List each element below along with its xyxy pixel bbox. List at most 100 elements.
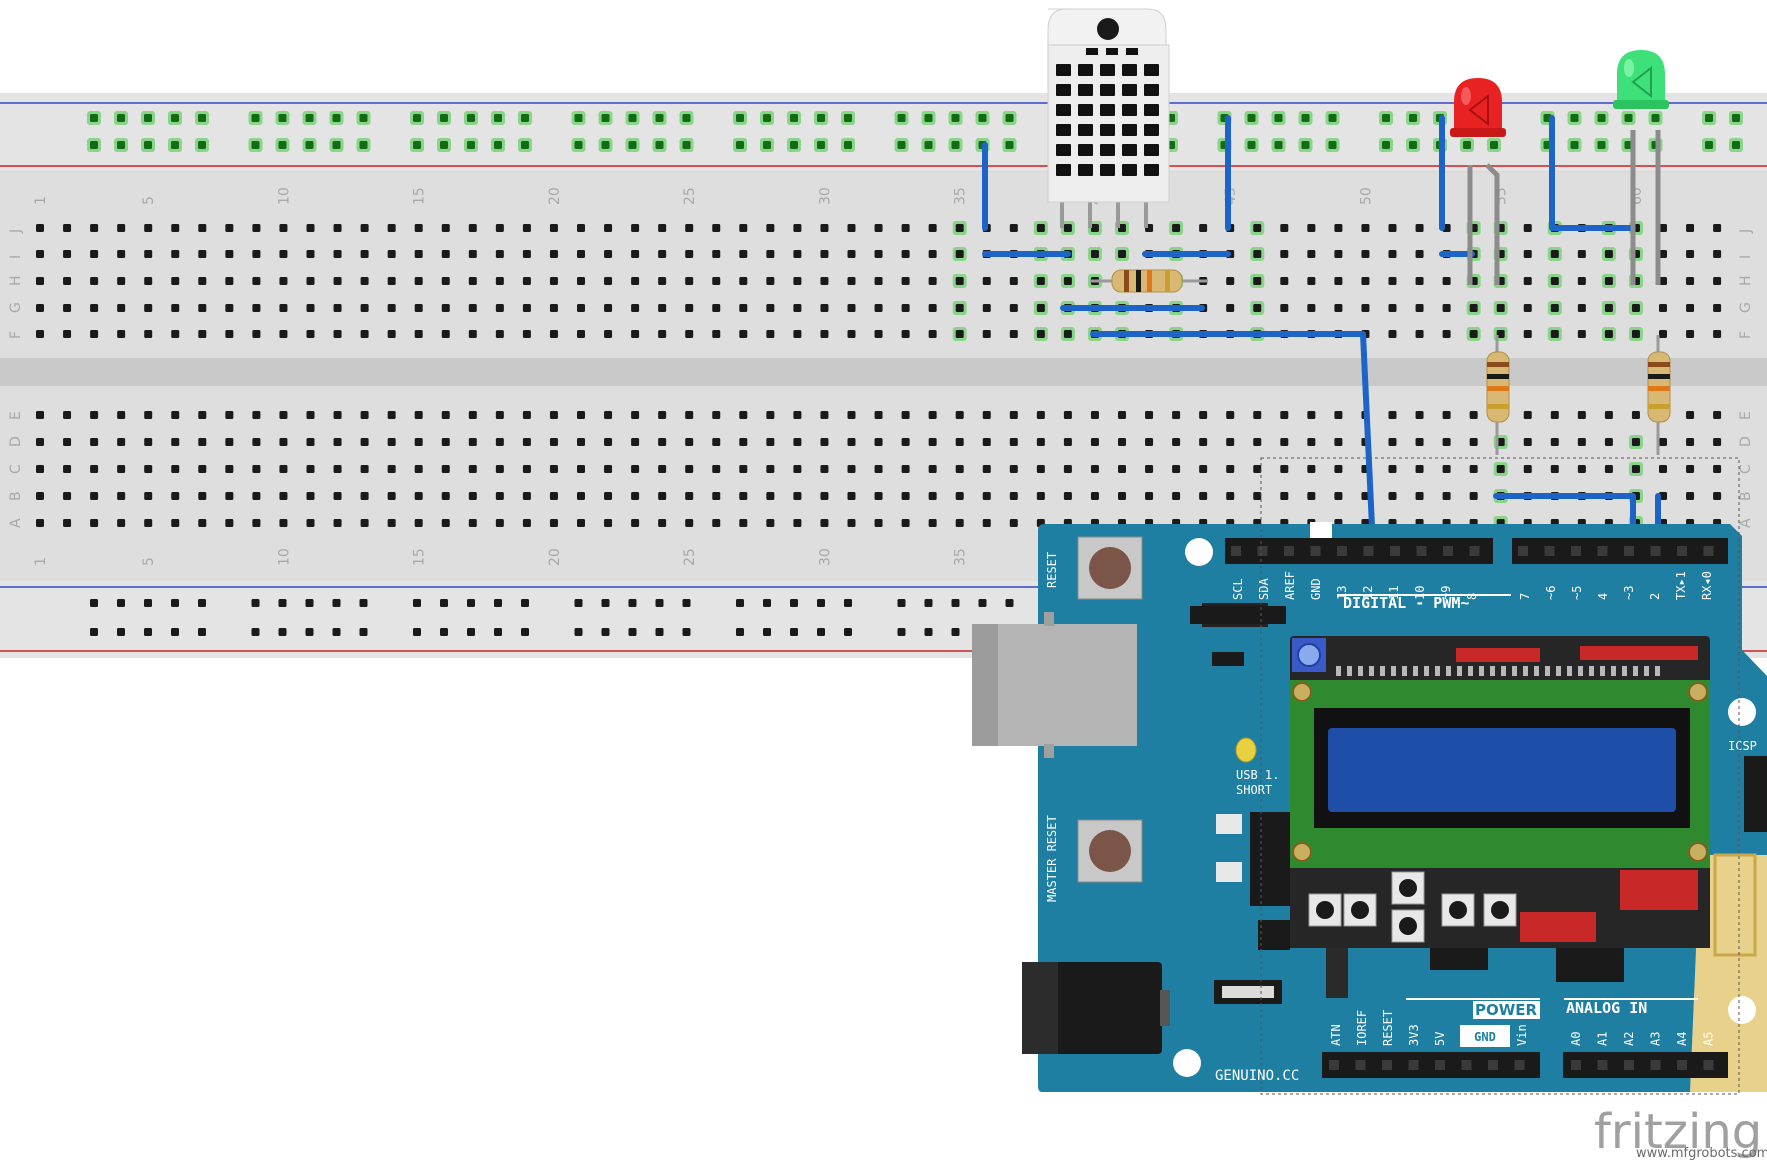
bb-row-letter: H [8, 275, 24, 286]
resistor-dht [1090, 269, 1208, 293]
bb-top-number: 1 [33, 196, 49, 205]
bb-row-letter: A [8, 518, 24, 528]
digital-pwm-label: DIGITAL - PWM~ [1343, 594, 1469, 612]
pin-label: ~6 [1544, 586, 1558, 600]
analog-pin-label: A0 [1569, 1032, 1583, 1046]
power-pin-label: ATN [1329, 1024, 1343, 1046]
pin-label: 11 [1387, 586, 1401, 600]
fritzing-logo: fritzing [1594, 1104, 1763, 1160]
power-pin-label: 5V [1433, 1032, 1447, 1046]
bb-row-letter: G [8, 302, 24, 313]
bb-row-letter: B [1738, 491, 1754, 501]
digital-header-2 [1512, 538, 1728, 564]
bb-row-letter: F [8, 331, 24, 339]
power-pin-label: Vin [1515, 1024, 1529, 1046]
pin-label: 2 [1648, 593, 1662, 600]
bb-row-letter: G [1738, 302, 1754, 313]
bb-top-number: 25 [682, 187, 698, 205]
bb-top-number: 35 [953, 187, 969, 205]
bb-bottom-number: 15 [412, 548, 428, 566]
keypad-buttons [1308, 871, 1517, 943]
gnd-box [1460, 1025, 1510, 1047]
pin-label: 13 [1335, 586, 1349, 600]
bb-top-number: 20 [547, 187, 563, 205]
pin-label: 4 [1596, 593, 1610, 600]
pin-label: ~5 [1570, 586, 1584, 600]
top-header-pins [1231, 546, 1714, 556]
power-pin-label: 3V3 [1407, 1024, 1421, 1046]
pin-label: 7 [1518, 593, 1532, 600]
bb-bottom-number: 30 [817, 548, 833, 566]
analog-pin-label: A5 [1702, 1032, 1716, 1046]
bb-top-number: 10 [276, 187, 292, 205]
led-green [1613, 50, 1669, 109]
analog-pin-label: A4 [1675, 1032, 1689, 1046]
wires [982, 115, 1661, 551]
pin-label: SDA [1257, 578, 1271, 600]
pin-label: ~9 [1439, 586, 1453, 600]
resistor-red-led [1486, 335, 1510, 455]
usb-label-2: SHORT [1236, 783, 1272, 797]
power-pin-label: RESET [1381, 1010, 1395, 1046]
pin-label: RX◂0 [1700, 571, 1714, 600]
bb-row-letter: H [1738, 275, 1754, 286]
bb-row-letter: D [1738, 436, 1754, 447]
master-reset-button[interactable] [1077, 819, 1143, 883]
dht-mount-hole [1097, 18, 1119, 40]
bb-row-letter: J [1738, 229, 1754, 234]
reset-label: RESET [1045, 552, 1059, 588]
pin-label: 10 [1413, 586, 1427, 600]
bb-top-number: 5 [141, 196, 157, 205]
led-legs [1467, 130, 1661, 285]
bb-bottom-number: 10 [276, 548, 292, 566]
bb-row-letter: J [8, 229, 24, 234]
pin-label: AREF [1283, 571, 1297, 600]
usb-label-1: USB 1. [1236, 768, 1279, 782]
breadboard-labels: 15101520253035404550556015101520253035JJ… [8, 187, 1754, 566]
pin-label: GND [1309, 578, 1323, 600]
bb-row-letter: D [8, 436, 24, 447]
bb-row-letter: F [1738, 331, 1754, 339]
bb-row-letter: I [8, 255, 24, 259]
bb-bottom-number: 25 [682, 548, 698, 566]
bb-top-number: 15 [412, 187, 428, 205]
power-label: POWER [1475, 1001, 1538, 1019]
bb-row-letter: C [1738, 464, 1754, 474]
bb-bottom-number: 20 [547, 548, 563, 566]
power-pin-label: IOREF [1355, 1010, 1369, 1046]
analog-header [1563, 1052, 1728, 1078]
bb-row-letter: C [8, 464, 24, 474]
power-header [1322, 1052, 1540, 1078]
reset-button[interactable] [1077, 536, 1143, 600]
resistor-green-led [1647, 335, 1671, 455]
pin-label: 12 [1361, 586, 1375, 600]
gnd-box-label: GND [1474, 1030, 1496, 1044]
bb-top-number: 50 [1358, 187, 1374, 205]
bb-row-letter: I [1738, 255, 1754, 259]
breadboard-holes [36, 111, 1743, 636]
wire-rail-to-j58 [1549, 115, 1635, 231]
bb-row-letter: E [8, 411, 24, 420]
bb-bottom-number: 5 [141, 557, 157, 566]
brand-label: GENUINO.CC [1215, 1068, 1299, 1084]
wire-f39-to-pin12 [1090, 331, 1376, 551]
selection-outline [1260, 457, 1740, 1095]
lcd-screen [1328, 728, 1676, 812]
master-reset-label: MASTER RESET [1045, 815, 1059, 902]
bb-bottom-number: 35 [953, 548, 969, 566]
dht-sensor [1047, 8, 1170, 228]
bb-row-letter: E [1738, 411, 1754, 420]
analog-pin-label: A2 [1622, 1032, 1636, 1046]
bb-top-number: 30 [817, 187, 833, 205]
bb-bottom-number: 1 [33, 557, 49, 566]
pin-label: ~3 [1622, 586, 1636, 600]
analog-pin-label: A1 [1596, 1032, 1610, 1046]
lcd-keypad-shield [1290, 636, 1710, 982]
led-red [1450, 78, 1506, 137]
pin-label: TX▸1 [1674, 571, 1688, 600]
analog-in-label: ANALOG IN [1566, 999, 1647, 1017]
usb-port [972, 624, 1137, 746]
icsp-label: ICSP [1728, 739, 1757, 753]
